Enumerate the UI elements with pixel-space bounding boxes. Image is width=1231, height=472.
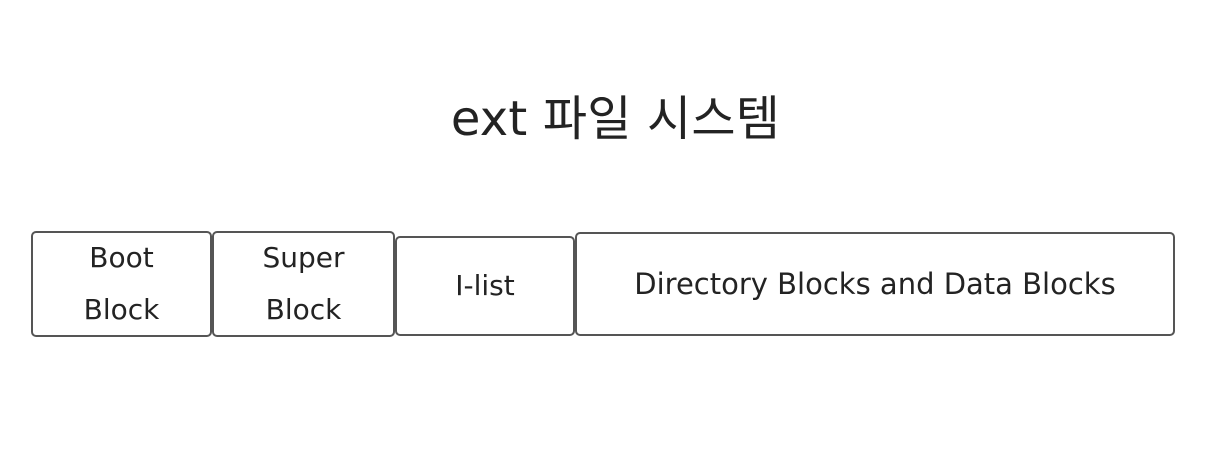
filesystem-layout-diagram: Boot Block Super Block I-list Directory … bbox=[31, 231, 1175, 339]
block-label: I-list bbox=[455, 269, 515, 302]
block-directory-and-data-blocks: Directory Blocks and Data Blocks bbox=[575, 232, 1175, 336]
block-super-block: Super Block bbox=[212, 231, 395, 337]
block-boot-block: Boot Block bbox=[31, 231, 212, 337]
block-i-list: I-list bbox=[395, 236, 575, 336]
page-title: ext 파일 시스템 bbox=[450, 91, 781, 147]
block-label: Boot Block bbox=[83, 241, 160, 326]
block-label: Directory Blocks and Data Blocks bbox=[634, 267, 1116, 301]
block-label: Super Block bbox=[262, 241, 345, 326]
